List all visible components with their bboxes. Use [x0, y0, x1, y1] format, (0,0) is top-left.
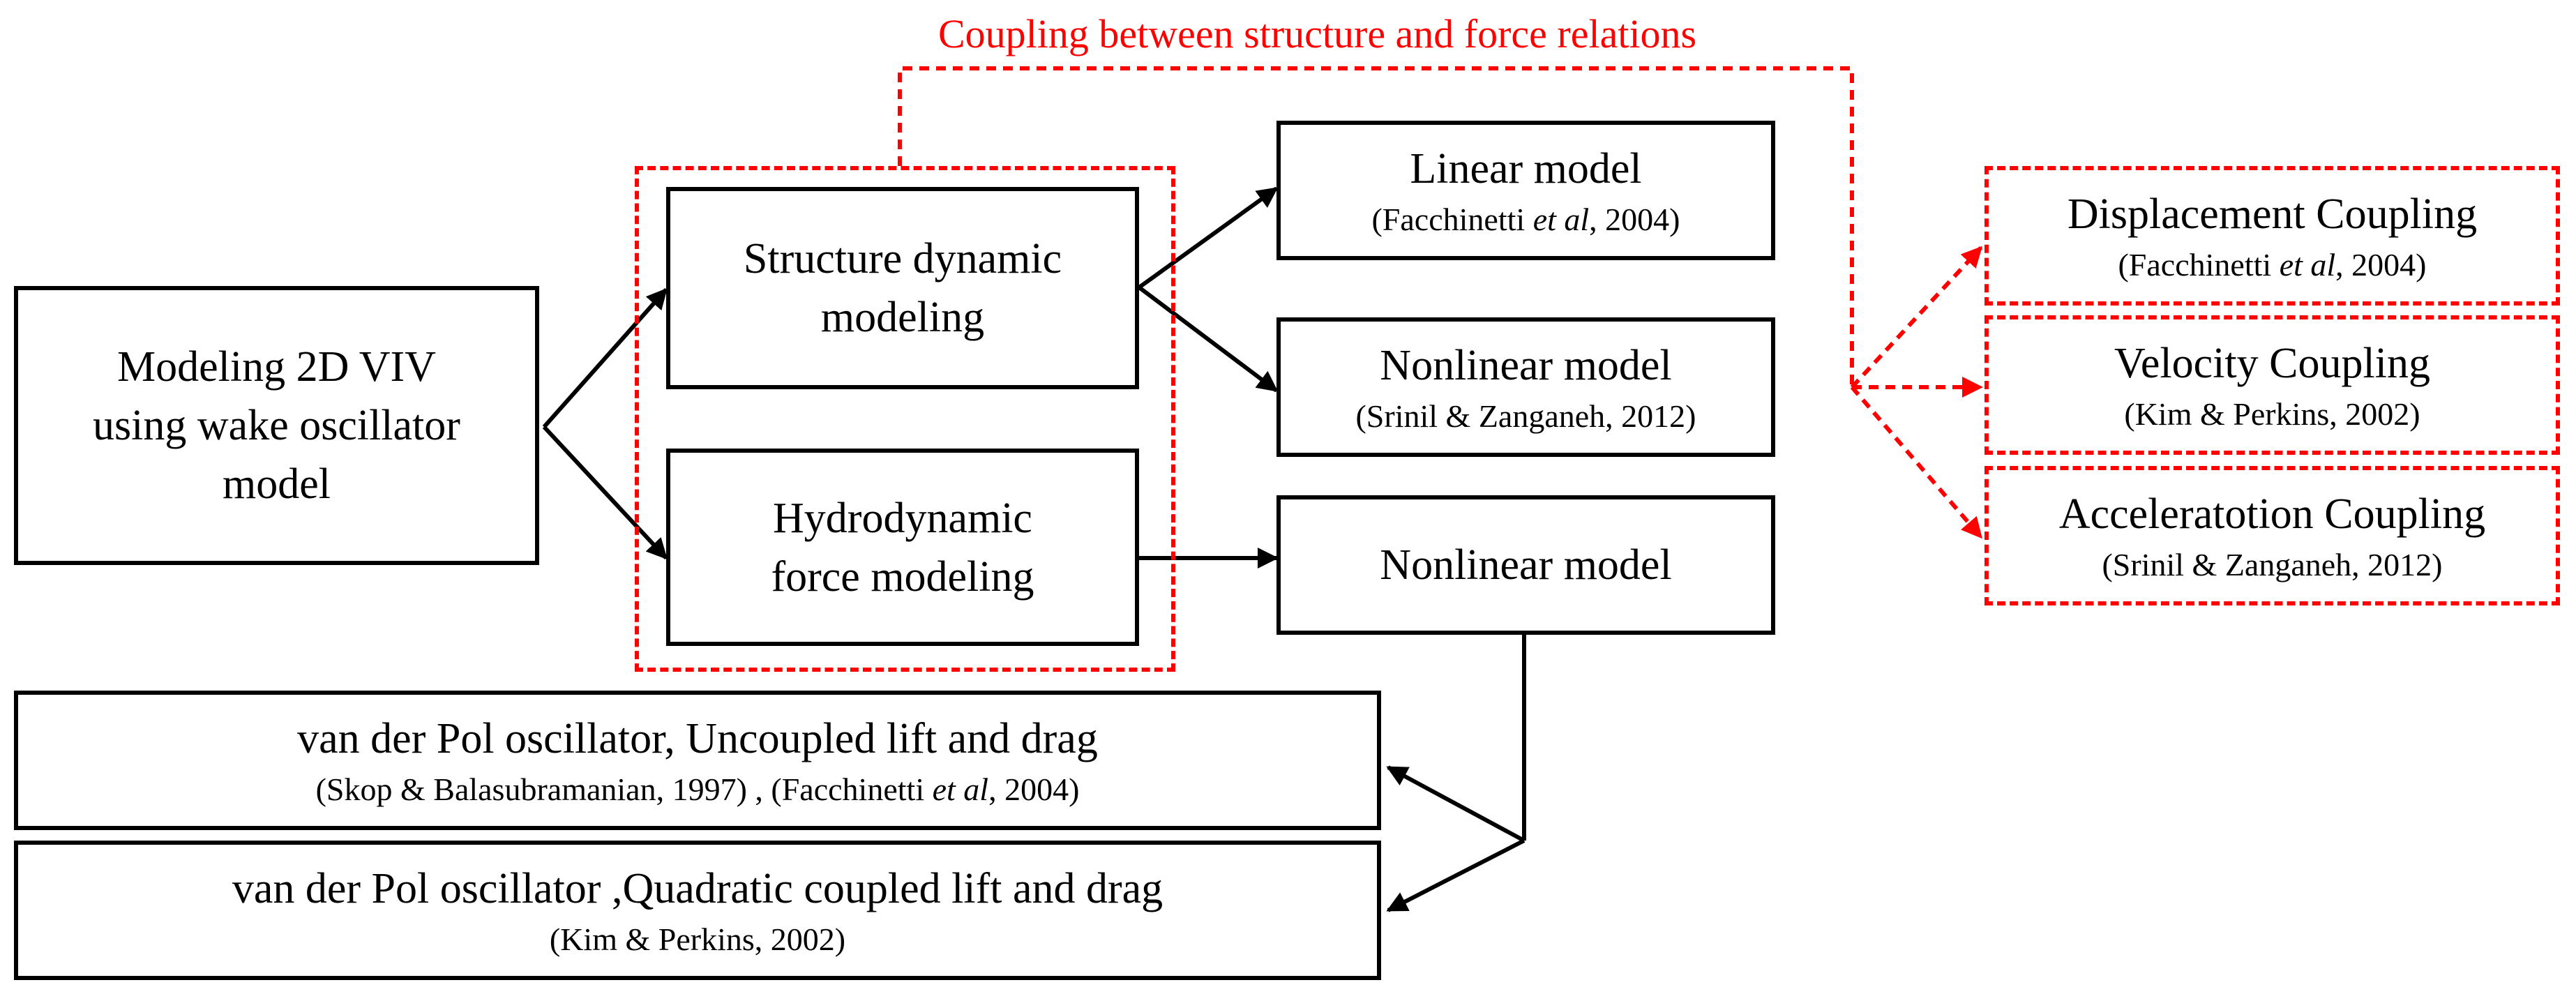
arrow-to-vdp-uncoupled: [1386, 765, 1526, 843]
coupling-bracket: [898, 66, 1854, 387]
vdp-quadratic-ref: (Kim & Perkins, 2002): [549, 921, 846, 957]
root-node: Modeling 2D VIV using wake oscillator mo…: [14, 286, 539, 565]
velocity-coupling-node: Velocity Coupling (Kim & Perkins, 2002): [1984, 315, 2560, 455]
arrow-root-to-structure: [542, 287, 668, 428]
displacement-title: Displacement Coupling: [2067, 190, 2478, 238]
structure-line2: modeling: [820, 294, 985, 341]
root-line2: using wake oscillator: [93, 402, 460, 449]
coupling-arrow-acceleration: [1850, 386, 1983, 539]
arrow-to-vdp-quadratic: [1386, 838, 1526, 912]
vdp-uncoupled-ref: (Skop & Balasubramanian, 1997) , (Facchi…: [315, 772, 1080, 807]
displacement-ref: (Facchinetti et al, 2004): [2118, 247, 2427, 283]
vdp-quadratic-title: van der Pol oscillator ,Quadratic couple…: [232, 865, 1163, 912]
root-line3: model: [223, 460, 331, 508]
nonlinear-hydro-node: Nonlinear model: [1276, 495, 1775, 635]
hydro-line1: Hydrodynamic: [773, 494, 1032, 542]
displacement-coupling-node: Displacement Coupling (Facchinetti et al…: [1984, 166, 2560, 306]
velocity-title: Velocity Coupling: [2114, 340, 2430, 387]
arrow-root-to-hydro: [542, 425, 668, 560]
acceleration-coupling-node: Acceleratotion Coupling (Srinil & Zangan…: [1984, 466, 2560, 605]
root-line1: Modeling 2D VIV: [117, 343, 436, 391]
hydro-modeling-node: Hydrodynamic force modeling: [666, 449, 1139, 646]
linear-title: Linear model: [1410, 145, 1642, 193]
nonlinear-structure-node: Nonlinear model (Srinil & Zanganeh, 2012…: [1276, 317, 1775, 457]
acceleration-ref: (Srinil & Zanganeh, 2012): [2102, 547, 2443, 582]
linear-ref: (Facchinetti et al, 2004): [1371, 202, 1680, 237]
vdp-uncoupled-node: van der Pol oscillator, Uncoupled lift a…: [14, 691, 1381, 830]
acceleration-title: Acceleratotion Coupling: [2058, 490, 2486, 538]
nonlinear-structure-ref: (Srinil & Zanganeh, 2012): [1355, 398, 1696, 434]
structure-force-frame: [635, 166, 1175, 672]
arrow-structure-to-nonlinear: [1138, 285, 1279, 393]
hydro-line2: force modeling: [771, 552, 1034, 601]
structure-line1: Structure dynamic: [743, 235, 1062, 283]
nonlinear-hydro-title: Nonlinear model: [1380, 541, 1672, 589]
velocity-ref: (Kim & Perkins, 2002): [2124, 396, 2420, 432]
nonlinear-structure-title: Nonlinear model: [1380, 342, 1672, 389]
linear-model-node: Linear model (Facchinetti et al, 2004): [1276, 121, 1775, 260]
coupling-arrow-displacement: [1850, 246, 1983, 389]
coupling-title: Coupling between structure and force rel…: [938, 11, 1697, 57]
structure-modeling-node: Structure dynamic modeling: [666, 187, 1139, 389]
vdp-uncoupled-title: van der Pol oscillator, Uncoupled lift a…: [297, 715, 1098, 762]
vdp-quadratic-node: van der Pol oscillator ,Quadratic couple…: [14, 841, 1381, 980]
arrow-structure-to-linear: [1138, 186, 1279, 289]
